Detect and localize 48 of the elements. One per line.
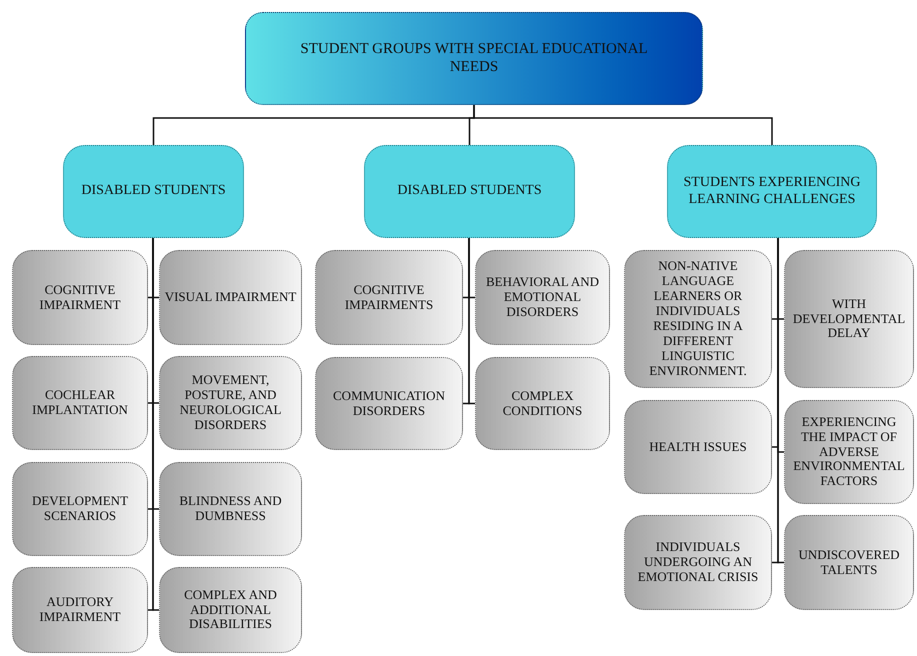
box-label: DISABLED STUDENTS	[81, 183, 226, 200]
box-label: BEHAVIORAL AND EMOTIONAL DISORDERS	[484, 275, 600, 320]
box-label: COCHLEAR IMPLANTATION	[31, 388, 129, 418]
group-box	[667, 145, 877, 238]
box-label: STUDENTS EXPERIENCING LEARNING CHALLENGES	[682, 175, 862, 208]
box-label: NON-NATIVE LANGUAGE LEARNERS OR INDIVIDUALS RESIDING IN A DIFFERENT LINGUISTIC ENVIRONMENT.	[648, 259, 748, 379]
box-label: INDIVIDUALS UNDERGOING AN EMOTIONAL CRISIS	[636, 540, 760, 585]
box-label: AUDITORY IMPAIRMENT	[38, 595, 122, 625]
box-label: EXPERIENCING THE IMPACT OF ADVERSE ENVIRONMENTAL FACTORS	[792, 414, 906, 490]
category-box	[475, 357, 610, 450]
box-label: COGNITIVE IMPAIRMENT	[38, 282, 122, 312]
category-box	[784, 515, 914, 610]
category-box	[159, 250, 302, 345]
category-box	[12, 356, 148, 450]
box-label: COMPLEX CONDITIONS	[502, 388, 584, 418]
category-box	[315, 357, 463, 450]
box-label: BLINDNESS AND DUMBNESS	[178, 494, 283, 524]
box-label: COGNITIVE IMPAIRMENTS	[344, 282, 434, 312]
box-label: MOVEMENT, POSTURE, AND NEUROLOGICAL DISORDERS	[178, 373, 282, 433]
category-box	[624, 515, 772, 610]
group-box	[63, 145, 244, 238]
box-label: DEVELOPMENT SCENARIOS	[30, 494, 130, 524]
category-box	[784, 400, 914, 504]
box-label: UNDISCOVERED TALENTS	[797, 548, 901, 578]
category-box	[12, 567, 148, 653]
category-box	[159, 356, 302, 450]
category-box	[315, 250, 463, 345]
group-box	[245, 12, 703, 105]
category-box	[624, 250, 772, 388]
box-label: COMPLEX AND ADDITIONAL DISABILITIES	[183, 588, 278, 632]
box-label: STUDENT GROUPS WITH SPECIAL EDUCATIONAL NEEDS	[299, 41, 649, 76]
category-box	[784, 250, 914, 388]
connector-line	[468, 238, 475, 404]
category-box	[12, 462, 148, 556]
box-label: WITH DEVELOPMENTAL DELAY	[792, 296, 906, 342]
category-box	[12, 250, 148, 345]
box-label: COMMUNICATION DISORDERS	[332, 388, 446, 418]
connector-line	[473, 105, 773, 145]
connector-line	[152, 238, 159, 611]
category-box	[624, 400, 772, 494]
category-box	[159, 462, 302, 556]
category-box	[159, 567, 302, 653]
category-box	[475, 250, 610, 345]
box-label: HEALTH ISSUES	[649, 440, 747, 454]
box-label: DISABLED STUDENTS	[397, 183, 542, 200]
box-label: VISUAL IMPAIRMENT	[164, 290, 296, 305]
connector-line	[777, 238, 784, 564]
group-box	[364, 145, 575, 238]
